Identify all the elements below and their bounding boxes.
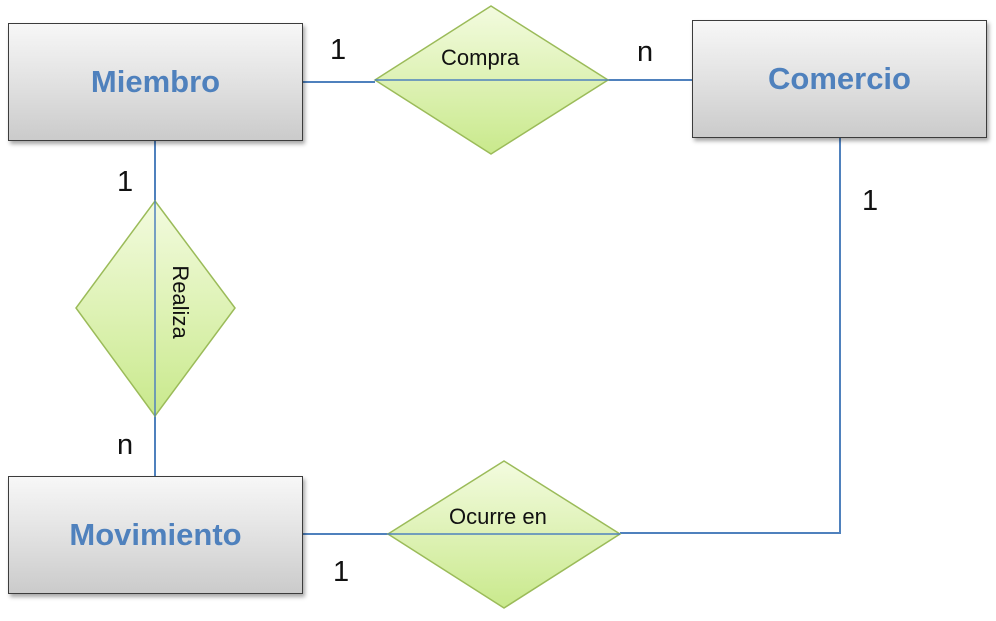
entity-miembro: Miembro	[8, 23, 303, 141]
connector-comercio-ocurre-en	[620, 138, 841, 534]
entity-comercio: Comercio	[692, 20, 987, 138]
cardinality-ocurre-comercio: 1	[862, 185, 879, 217]
cardinality-compra-miembro: 1	[330, 34, 347, 66]
entity-comercio-label: Comercio	[768, 61, 911, 96]
cardinality-realiza-miembro: 1	[117, 166, 134, 198]
relationship-compra-label: Compra	[441, 45, 520, 70]
relationship-ocurre-en-label: Ocurre en	[449, 504, 547, 529]
entity-movimiento: Movimiento	[8, 476, 303, 594]
cardinality-realiza-movimiento: n	[117, 429, 134, 461]
cardinality-compra-comercio: n	[637, 36, 654, 68]
cardinality-ocurre-movimiento: 1	[333, 556, 350, 588]
entity-miembro-label: Miembro	[90, 64, 221, 99]
relationship-realiza-label: Realiza	[168, 265, 193, 339]
entity-movimiento-label: Movimiento	[69, 517, 242, 552]
